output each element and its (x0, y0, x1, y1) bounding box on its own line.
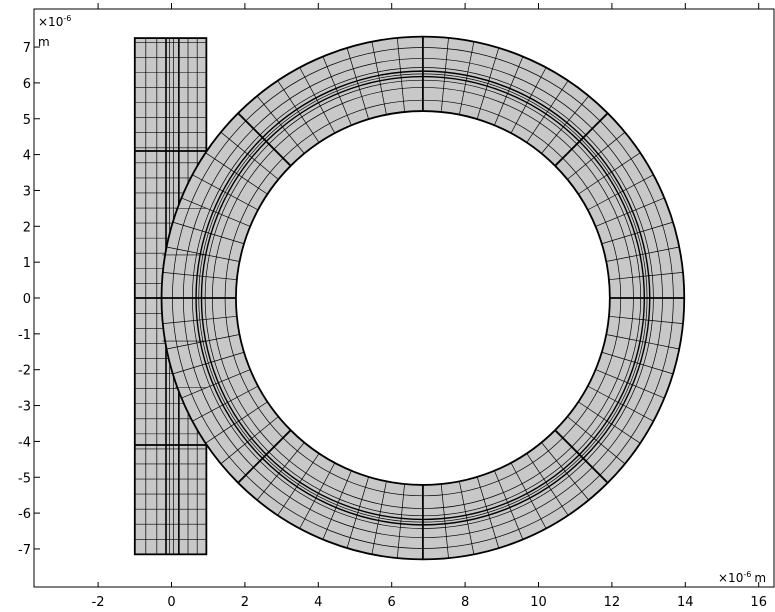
y-tick-label: -4 (18, 435, 31, 450)
y-tick-label: 6 (23, 77, 31, 92)
x-tick-label: 10 (530, 595, 547, 610)
x-tick-label: 6 (388, 595, 396, 610)
y-axis: 7 6 5 4 3 2 1 0 -1 -2 -3 -4 -5 -6 -7 (18, 41, 40, 558)
ring-block-edge (237, 112, 292, 167)
y-tick-label: 2 (23, 220, 31, 235)
ring-block-edge (554, 112, 609, 167)
y-tick-label: -3 (18, 400, 31, 415)
y-unit-label: ×10-6 (38, 14, 71, 29)
y-tick-label: 3 (23, 184, 31, 199)
y-tick-label: 1 (23, 256, 31, 271)
y-tick-label: -2 (18, 364, 31, 379)
ring-inner-boundary (235, 110, 611, 486)
y-unit: m (38, 35, 50, 49)
x-tick-label: -2 (92, 595, 105, 610)
x-axis: -2 0 2 4 6 8 10 12 14 16 (92, 3, 767, 610)
x-tick-label: 0 (167, 595, 175, 610)
ring-block-edge (237, 429, 292, 484)
x-tick-label: 16 (750, 595, 767, 610)
y-tick-label: -7 (18, 543, 31, 558)
x-tick-label: 12 (604, 595, 621, 610)
y-tick-label: 7 (23, 41, 31, 56)
ring-block-edge (554, 429, 609, 484)
x-tick-label: 2 (241, 595, 249, 610)
y-tick-label: -1 (18, 328, 31, 343)
y-tick-label: 5 (23, 113, 31, 128)
x-tick-label: 8 (461, 595, 469, 610)
y-tick-label: -6 (18, 507, 31, 522)
y-tick-label: -5 (18, 471, 31, 486)
x-tick-label: 4 (314, 595, 322, 610)
y-tick-label: 0 (23, 292, 31, 307)
y-tick-label: 4 (23, 149, 31, 164)
mesh-geometry (133, 35, 686, 561)
x-tick-label: 14 (677, 595, 694, 610)
